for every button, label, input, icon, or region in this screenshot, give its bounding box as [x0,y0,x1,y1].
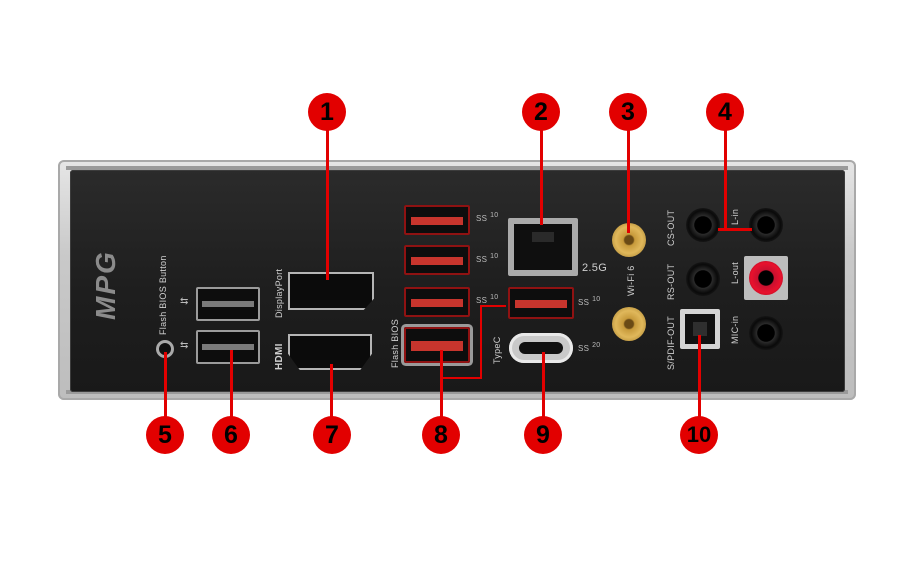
usb-speed-text: 10 [490,253,499,260]
cs-out-jack[interactable] [686,208,720,242]
callout-2: 2 [522,93,560,131]
usb-icon: ⇆ [180,296,189,307]
usb-speed-text: 10 [592,296,601,303]
callout-line-8-branch [440,377,482,379]
usb-speed-text: 10 [490,212,499,219]
callout-line-8-branch [480,305,482,377]
mic-in-jack[interactable] [749,316,783,350]
rs-out-label: RS-OUT [666,263,676,300]
callout-line-3 [627,125,630,233]
flash-bios-button[interactable] [156,340,174,358]
usb-speed-tag: SS 10 [476,253,498,264]
usb-speed-text: 10 [490,294,499,301]
line-in-label: L-in [730,208,740,225]
callout-line-7 [330,364,333,426]
usb-speed-tag: SS 10 [476,294,498,305]
mic-in-label: MIC-in [730,315,740,344]
callout-line-1 [326,130,329,280]
brand-logo: MPG [90,240,130,320]
rs-out-jack[interactable] [686,262,720,296]
typec-label: TypeC [492,336,502,364]
usb-speed-tag: SS 10 [578,296,600,307]
wifi-label: Wi-Fi 6 [626,265,636,296]
usb-ss-text: SS [578,298,590,307]
usb3-flash-bios-port[interactable] [404,327,470,363]
usb2-port-top[interactable] [196,287,260,321]
callout-line-9 [542,352,545,428]
callout-line-8 [440,350,443,428]
usb3-port-3[interactable] [404,287,470,317]
usb-ss-text: SS [578,344,590,353]
callout-1: 1 [308,93,346,131]
bracket-rail-top [66,166,848,170]
line-out-label: L-out [730,261,740,284]
callout-line-4 [724,125,727,231]
callout-4: 4 [706,93,744,131]
usb2-port-bottom[interactable] [196,330,260,364]
brand-logo-text: MPG [90,250,121,320]
wifi-antenna-connector-bottom[interactable] [612,307,646,341]
usb3-port-1[interactable] [404,205,470,235]
line-out-jack[interactable] [744,256,788,300]
usb-ss-text: SS [476,296,488,305]
callout-line-5 [164,352,167,428]
line-in-jack[interactable] [749,208,783,242]
callout-8: 8 [422,416,460,454]
callout-3: 3 [609,93,647,131]
spdif-out-label: S/PDIF-OUT [666,316,676,370]
usb-speed-text: 20 [592,342,601,349]
callout-line-8-branch [480,305,506,307]
callout-9: 9 [524,416,562,454]
callout-10: 10 [680,416,718,454]
usb-icon: ⇆ [180,340,189,351]
usb3-port-4[interactable] [508,287,574,319]
usb-typec-port[interactable] [509,333,573,363]
lan-port-socket [514,224,572,270]
lan-speed-label: 2.5G [582,262,608,274]
usb-speed-tag: SS 10 [476,212,498,223]
usb-ss-text: SS [476,255,488,264]
callout-6: 6 [212,416,250,454]
callout-7: 7 [313,416,351,454]
usb-ss-text: SS [476,214,488,223]
usb3-port-2[interactable] [404,245,470,275]
callout-line-4-branch [718,228,752,231]
displayport-label: DisplayPort [274,268,284,318]
bracket-rail-bottom [66,390,848,394]
hdmi-label: HDMI [274,343,285,370]
callout-line-6 [230,350,233,428]
flash-bios-label: Flash BIOS [390,318,400,368]
displayport-port[interactable] [288,272,374,310]
usb-speed-tag: SS 20 [578,342,600,353]
flash-bios-button-label: Flash BIOS Button [158,255,168,335]
callout-line-2 [540,125,543,225]
cs-out-label: CS-OUT [666,209,676,246]
callout-line-10 [698,335,701,429]
callout-5: 5 [146,416,184,454]
lan-port[interactable] [508,218,578,276]
